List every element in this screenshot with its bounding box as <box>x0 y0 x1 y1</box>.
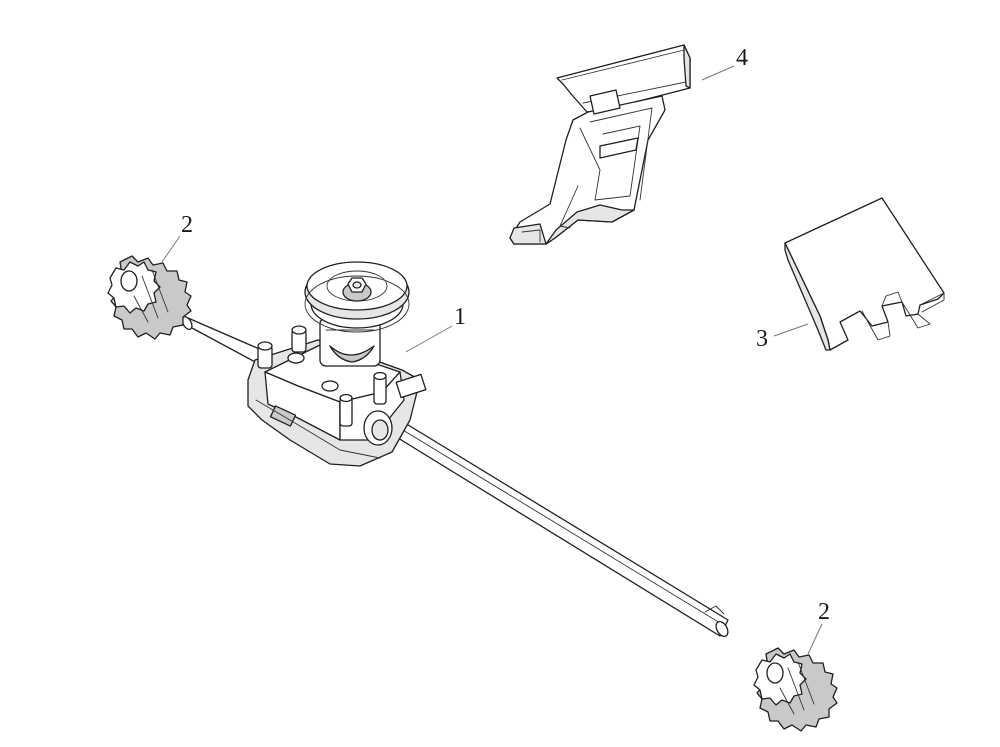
leader-lines <box>161 65 823 655</box>
part-1-gearbox <box>181 261 729 638</box>
callout-3: 3 <box>756 326 768 352</box>
callout-2-left: 2 <box>181 212 193 238</box>
callout-1: 1 <box>454 304 466 330</box>
part-3-cover-plate <box>784 197 945 351</box>
callout-2-right: 2 <box>818 599 830 625</box>
part-2-pinion-right <box>753 647 838 732</box>
part-4-bracket <box>509 44 691 245</box>
callout-4: 4 <box>736 45 748 71</box>
part-2-pinion-left <box>107 255 192 340</box>
